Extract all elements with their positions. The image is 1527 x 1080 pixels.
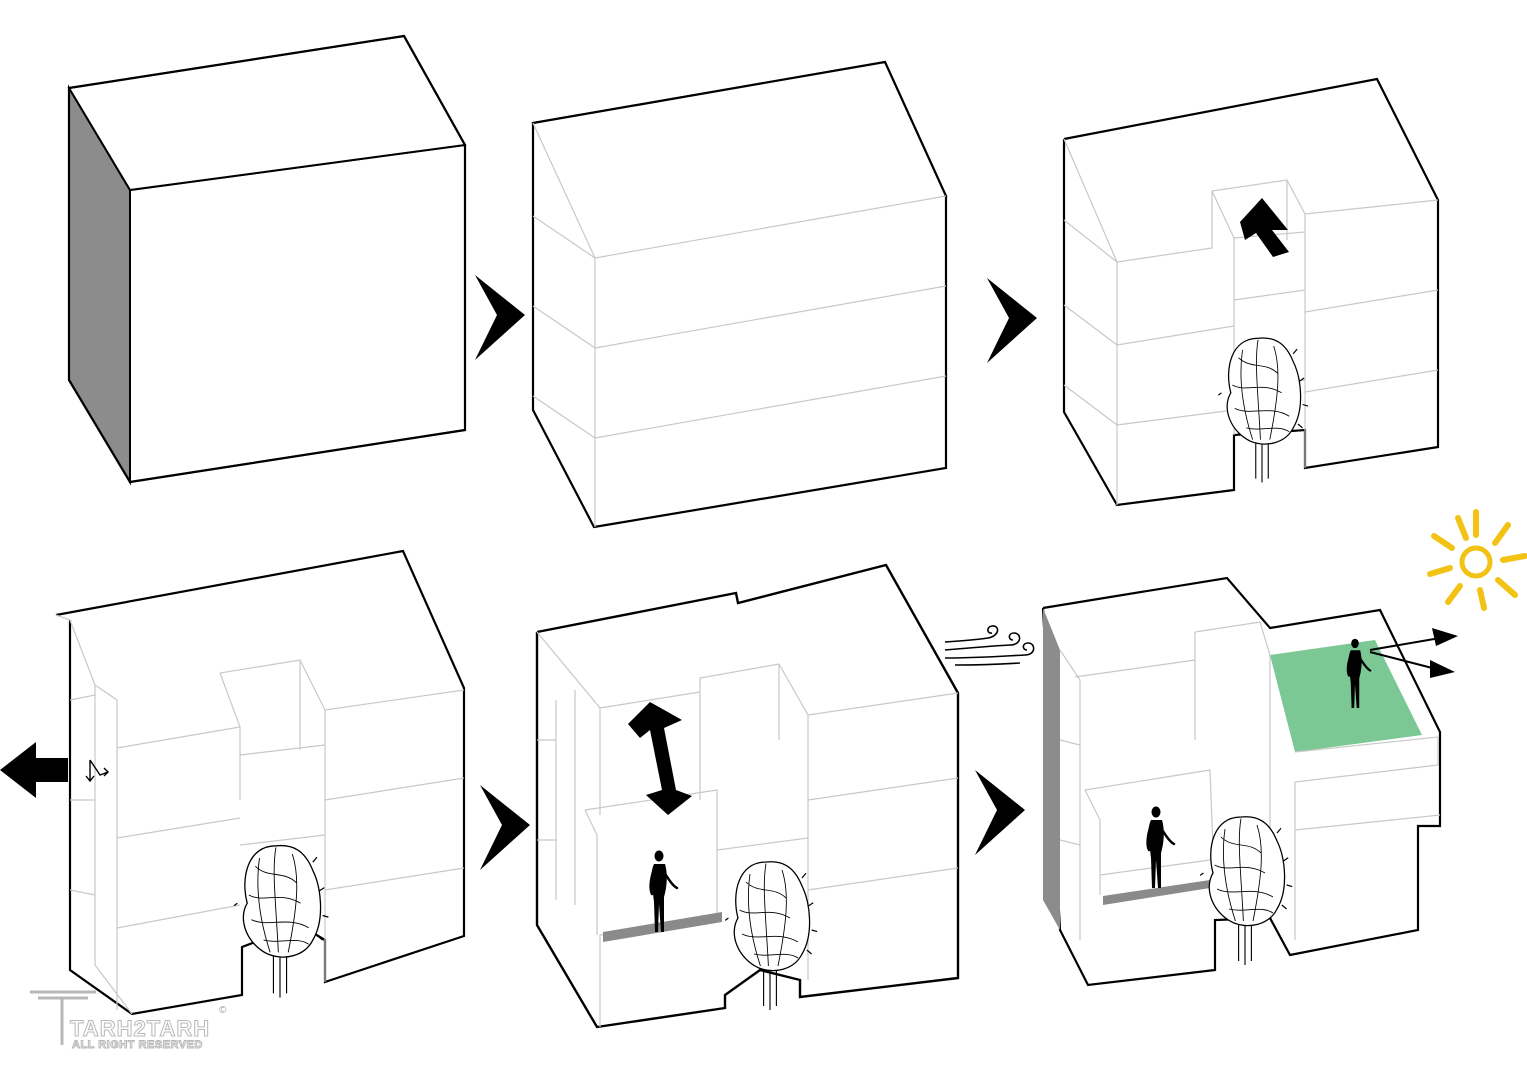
arrow-3 xyxy=(480,785,530,870)
shaded-side-face xyxy=(1043,608,1060,930)
watermark-copyright: © xyxy=(219,1005,227,1016)
arrow-4 xyxy=(975,770,1025,855)
watermark-brand: TARH2TARH xyxy=(70,1016,210,1041)
watermark: TARH2TARH © ALL RIGHT RESERVED xyxy=(30,990,227,1052)
terrace-floor xyxy=(1103,880,1210,905)
view-lines xyxy=(1369,637,1441,671)
step-4-side-setbacks xyxy=(0,549,466,1016)
step-3-courtyard-cut xyxy=(1062,77,1440,507)
step-2-divide-floors xyxy=(531,60,948,529)
step-6-green-roof xyxy=(1041,576,1458,987)
step-1-initial-mass xyxy=(67,34,467,486)
watermark-rights: ALL RIGHT RESERVED xyxy=(72,1039,203,1051)
small-arrows-icon xyxy=(85,759,109,783)
left-arrow xyxy=(0,742,68,798)
green-roof xyxy=(1270,640,1422,752)
wind-icon xyxy=(944,625,1035,666)
vertical-double-arrow xyxy=(628,702,692,815)
step-5-terrace xyxy=(535,563,960,1029)
up-arrow xyxy=(1240,198,1289,257)
arrow-2 xyxy=(987,278,1037,363)
arrow-1 xyxy=(475,275,525,360)
sun-icon xyxy=(1427,509,1527,611)
